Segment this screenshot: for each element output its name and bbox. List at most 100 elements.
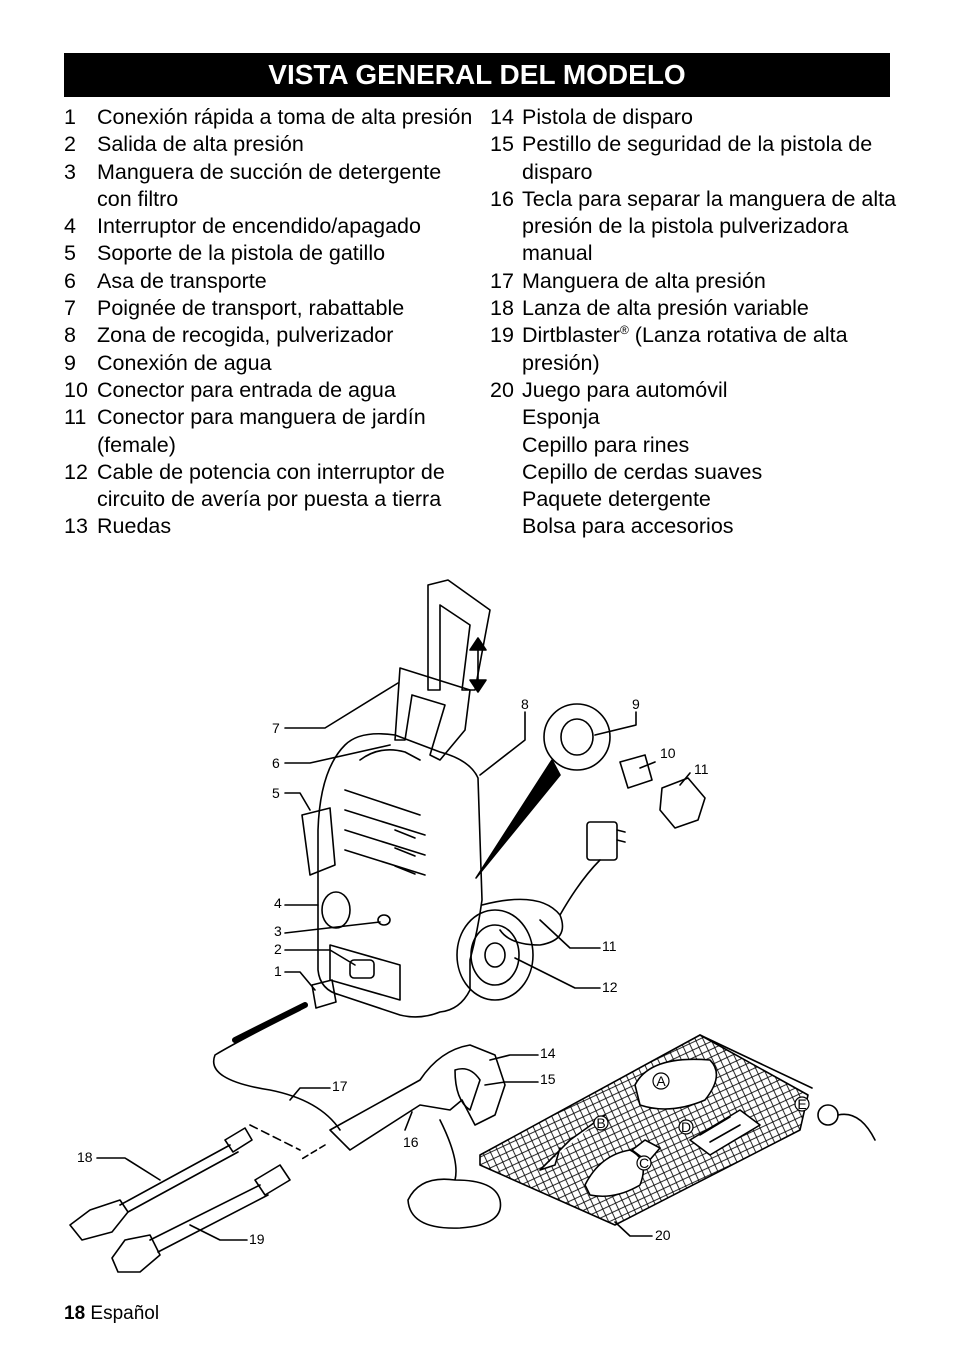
- callout-label: 10: [660, 745, 676, 761]
- callout-label: 4: [274, 895, 282, 911]
- item-number: 1: [64, 105, 76, 129]
- transport-handle: [394, 667, 471, 761]
- callout-label: 18: [77, 1149, 93, 1165]
- sub-item: Cepillo para rines: [522, 432, 690, 457]
- item-number: 19: [490, 323, 514, 348]
- list-item: 18 Lanza de alta presión variable: [490, 295, 900, 322]
- item-text: Cable de potencia con interruptor de cir…: [97, 459, 445, 512]
- item-text: Conexión rápida a toma de alta presión: [97, 105, 473, 129]
- callout-label: 6: [272, 755, 280, 771]
- page-title: VISTA GENERAL DEL MODELO: [64, 53, 890, 97]
- item-text: Salida de alta presión: [97, 132, 304, 157]
- callout-label: 8: [521, 696, 529, 712]
- list-item: 16 Tecla para separar la manguera de alta…: [490, 186, 900, 268]
- page-number: 18: [64, 1303, 86, 1324]
- list-item: 12 Cable de potencia con interruptor de c…: [64, 459, 476, 514]
- item-text: Ruedas: [97, 514, 172, 539]
- item-text: Poignée de transport, rabattable: [97, 296, 405, 321]
- item-text: Tecla para separar la manguera de alta p…: [522, 186, 897, 266]
- gun-holder: [301, 807, 336, 876]
- item-text: Conector para manguera de jardín (female…: [97, 405, 426, 457]
- letter-label: D: [681, 1119, 691, 1135]
- list-item: 7 Poignée de transport, rabattable: [64, 295, 476, 322]
- item-text: Pestillo de seguridad de la pistola de d…: [522, 132, 873, 184]
- callout-label: 15: [540, 1071, 556, 1087]
- wheel: [456, 909, 534, 1001]
- callout-label: 12: [602, 979, 618, 995]
- footer-language: Español: [90, 1303, 160, 1324]
- sub-item: Esponja: [522, 405, 600, 430]
- callout-label: 2: [274, 941, 282, 957]
- item-number: 20: [490, 377, 514, 402]
- item-number: 17: [490, 268, 514, 293]
- item-number: 9: [64, 350, 76, 375]
- callout-label: 7: [272, 720, 280, 736]
- item-text: Asa de transporte: [97, 268, 267, 293]
- high-pressure-hose: [212, 1009, 341, 1131]
- water-connection: [543, 703, 611, 771]
- item-number: 16: [490, 186, 514, 211]
- item-number: 18: [490, 296, 514, 321]
- item-number: 10: [64, 377, 88, 402]
- brand-name: Dirtblaster: [522, 323, 620, 348]
- rim-brush: [539, 1114, 606, 1171]
- item-number: 4: [64, 214, 76, 239]
- callout-label: 17: [332, 1078, 348, 1094]
- item-number: 14: [490, 105, 514, 129]
- sponge: [634, 1058, 718, 1110]
- callout-label: 9: [632, 696, 640, 712]
- list-item: 3 Manguera de succión de detergente con f…: [64, 159, 476, 214]
- variable-lance: [69, 1199, 129, 1241]
- item-number: 5: [64, 241, 76, 266]
- list-item: 15 Pestillo de seguridad de la pistola de…: [490, 131, 900, 186]
- item-number: 11: [64, 405, 87, 430]
- item-number: 2: [64, 132, 76, 157]
- registered-mark: ®: [619, 323, 629, 338]
- list-item: 5 Soporte de la pistola de gatillo: [64, 240, 476, 267]
- handle-raised: [427, 579, 491, 691]
- sub-item: Cepillo de cerdas suaves: [522, 459, 763, 484]
- page-footer: 18 Español: [64, 1303, 159, 1325]
- item-text: Conexión de agua: [97, 350, 272, 375]
- list-item: 19 Dirtblaster® (Lanza rotativa de alta p…: [490, 322, 900, 377]
- letter-label: A: [656, 1073, 666, 1089]
- callout-label: 20: [655, 1227, 671, 1243]
- item-number: 3: [64, 159, 76, 184]
- callout-label: 11: [694, 761, 709, 777]
- item-text-rest: (Lanza rotativa de alta presión): [522, 323, 848, 375]
- item-text: Soporte de la pistola de gatillo: [97, 241, 386, 266]
- callout-label: 11: [602, 938, 617, 954]
- item-number: 12: [64, 459, 88, 484]
- callout-label: 3: [274, 923, 282, 939]
- detergent-packets: [689, 1109, 761, 1156]
- list-item: 11 Conector para manguera de jardín (fema…: [64, 404, 476, 459]
- spray-gun: [329, 1044, 506, 1151]
- list-item: 2 Salida de alta presión: [64, 131, 476, 158]
- callout-label: 14: [540, 1045, 556, 1061]
- letter-label: C: [639, 1155, 649, 1171]
- item-text: Manguera de succión de detergente con fi…: [97, 159, 442, 211]
- item-text: Manguera de alta presión: [522, 268, 766, 293]
- machine-body: [317, 732, 483, 1018]
- sub-item: Bolsa para accesorios: [522, 514, 734, 539]
- callout-label: 1: [274, 963, 282, 979]
- item-number: 15: [490, 132, 514, 157]
- list-item: 9 Conexión de agua: [64, 350, 476, 377]
- item-text: Lanza de alta presión variable: [522, 296, 809, 321]
- list-item: 1 Conexión rápida a toma de alta presión: [64, 104, 476, 131]
- item-number: 7: [64, 296, 76, 321]
- item-text: Zona de recogida, pulverizador: [97, 323, 394, 348]
- dirtblaster-lance: [111, 1234, 161, 1273]
- pressure-washer-diagram: A B C D E 7 6 5 4 3 2 1 8 9 10 11 11 12 …: [69, 579, 876, 1273]
- item-text: Dirtblaster® (Lanza rotativa de alta pre…: [522, 322, 900, 377]
- list-item: 17 Manguera de alta presión: [490, 268, 900, 295]
